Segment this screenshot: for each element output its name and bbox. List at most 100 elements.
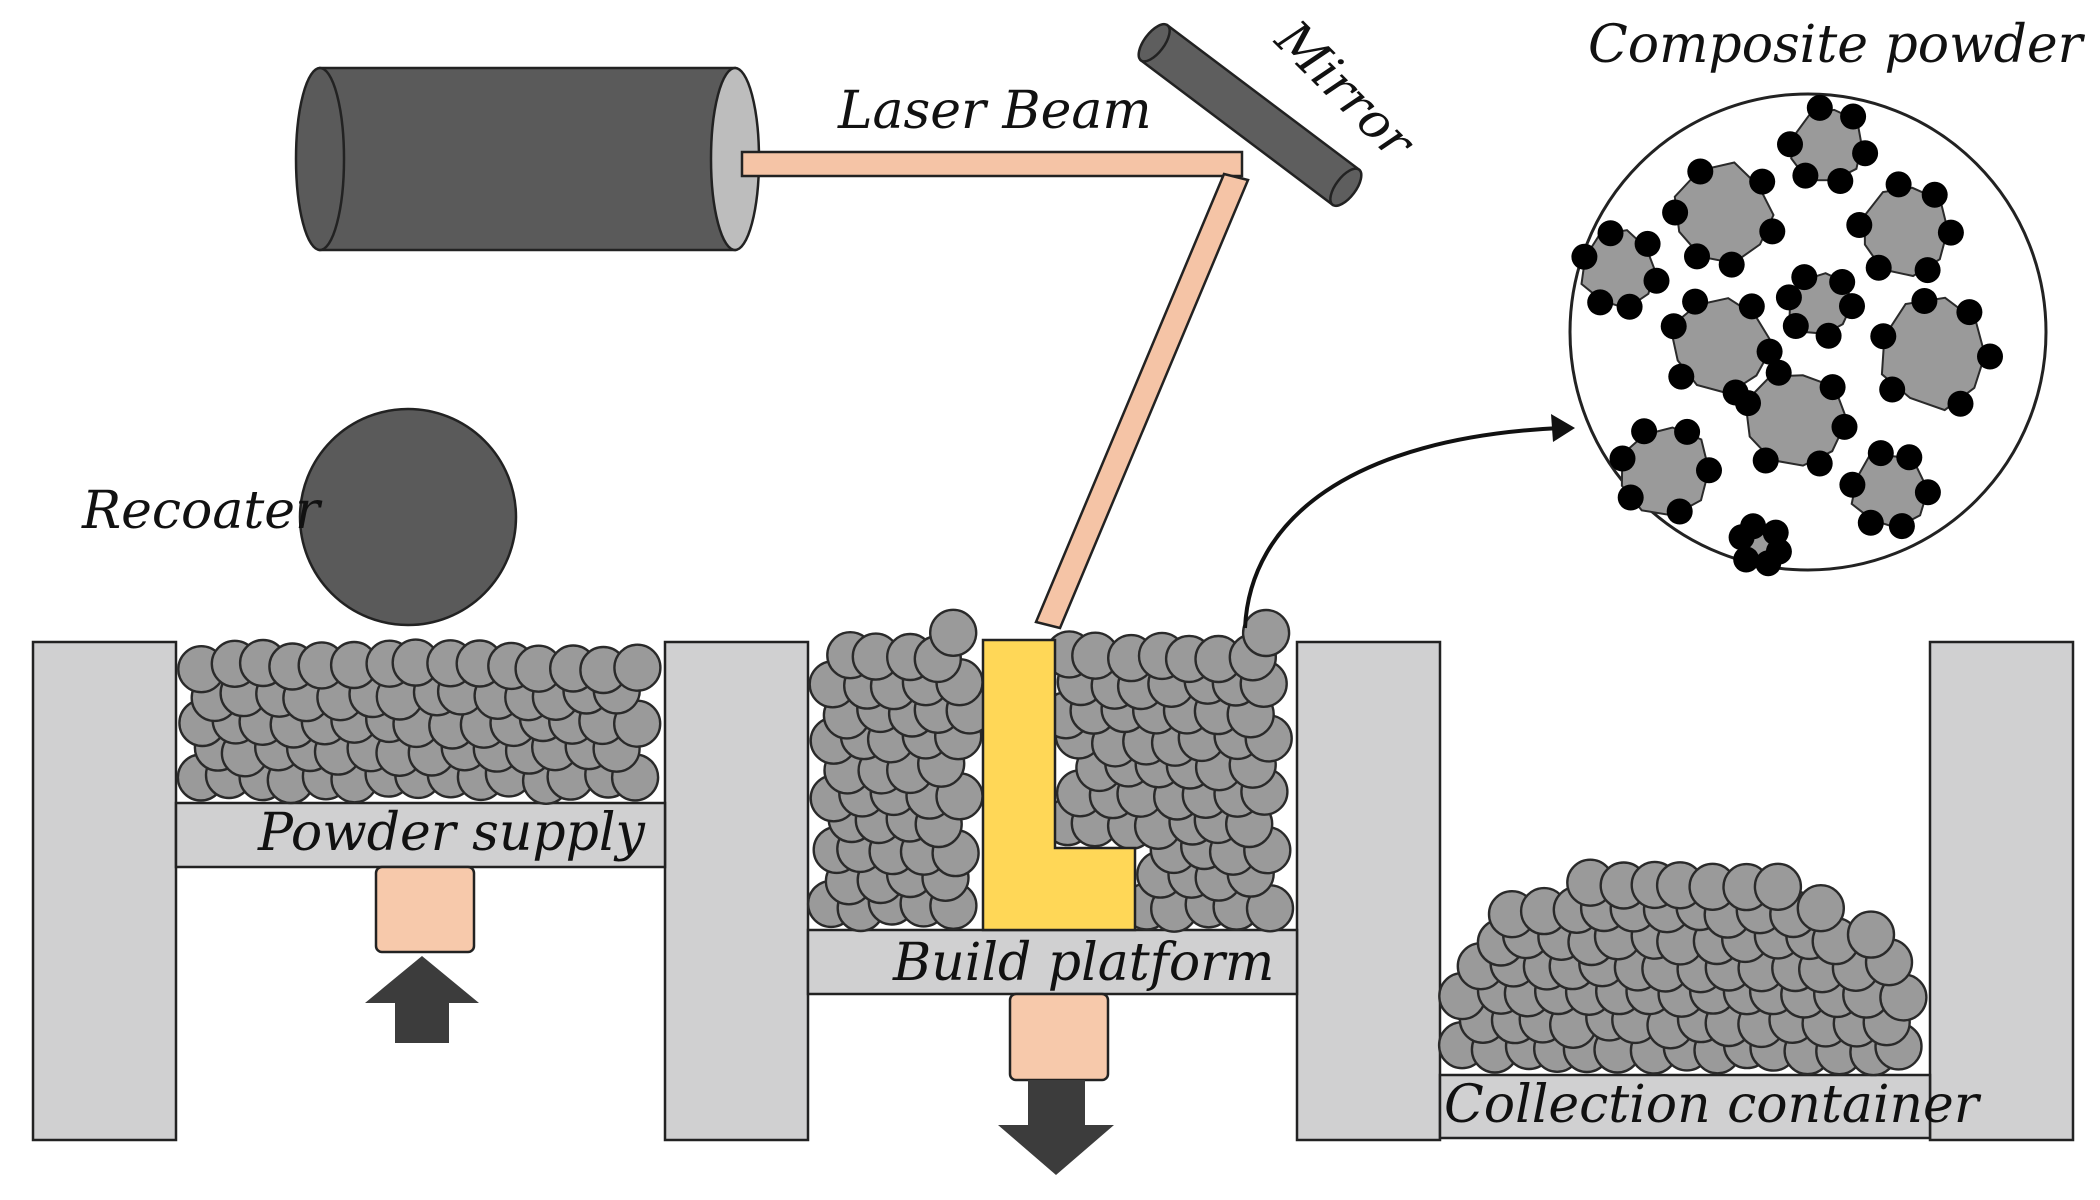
powder-particle	[929, 608, 978, 657]
collection-container-label: Collection container	[1444, 1075, 1982, 1135]
reinforcement-dot	[1756, 338, 1783, 365]
reinforcement-dot	[1759, 218, 1786, 245]
reinforcement-dot	[1609, 445, 1636, 472]
reinforcement-dot	[1879, 376, 1906, 403]
powder-supply-label: Powder supply	[257, 803, 646, 863]
powder-particle	[1241, 608, 1291, 658]
reinforcement-dot	[1831, 413, 1858, 440]
reinforcement-dot	[1749, 168, 1776, 195]
wall-left	[31, 640, 178, 1142]
reinforcement-dot	[1896, 444, 1923, 471]
composite-powder-label: Composite powder	[1588, 15, 2086, 75]
reinforcement-dot	[1937, 219, 1964, 246]
build-piston	[1008, 992, 1110, 1082]
reinforcement-dot	[1947, 390, 1974, 417]
reinforcement-dot	[1587, 289, 1614, 316]
reinforcement-dot	[1765, 359, 1792, 386]
composite-particles	[1571, 94, 2003, 577]
reinforcement-dot	[1775, 284, 1802, 311]
laser-beam-angled	[1034, 172, 1250, 630]
zoom-connector-arrow	[1243, 414, 1575, 629]
reinforcement-dot	[1815, 322, 1842, 349]
powder-particle	[1753, 862, 1803, 911]
reinforcement-dot	[1718, 251, 1745, 278]
reinforcement-dot	[1738, 293, 1765, 320]
reinforcement-dot	[1571, 243, 1598, 270]
reinforcement-dot	[1597, 220, 1624, 247]
composite-powder-detail	[1568, 92, 2048, 577]
reinforcement-dot	[1839, 471, 1866, 498]
machine-walls	[31, 640, 2075, 1142]
reinforcement-dot	[1660, 313, 1687, 340]
reinforcement-dot	[1865, 254, 1892, 281]
platforms	[174, 801, 1932, 1140]
recoater-label: Recoater	[81, 481, 323, 541]
recoater-roller	[298, 407, 518, 627]
laser-beam-label: Laser Beam	[837, 81, 1152, 141]
reinforcement-dot	[1829, 269, 1856, 295]
reinforcement-dot	[1733, 546, 1760, 573]
laser-body	[318, 66, 737, 252]
wall-center-left	[663, 640, 810, 1142]
reinforcement-dot	[1806, 94, 1833, 121]
arrow-up-icon	[365, 956, 479, 1043]
reinforcement-dot	[1668, 363, 1695, 390]
supply-piston	[374, 865, 476, 954]
laser-source	[294, 66, 761, 252]
l-shaped-part	[981, 638, 1137, 932]
wall-right	[1928, 640, 2075, 1142]
collection-container-floor	[1438, 1073, 1932, 1140]
reinforcement-dot	[1662, 199, 1689, 226]
reinforcement-dot	[1911, 288, 1938, 314]
reinforcement-dot	[1885, 171, 1912, 198]
reinforcement-dot	[1735, 390, 1761, 417]
build-platform	[806, 928, 1299, 996]
reinforcement-dot	[1687, 158, 1714, 185]
reinforcement-dot	[1977, 343, 2003, 370]
reinforcement-dot	[1914, 257, 1941, 284]
reinforcement-dot	[1777, 131, 1803, 158]
reinforcement-dot	[1643, 267, 1670, 294]
reinforcement-dot	[1921, 181, 1948, 208]
build-powder-bed	[806, 608, 1295, 933]
supply-powder-bed	[176, 638, 662, 805]
reinforcement-dot	[1840, 103, 1867, 130]
build-platform-label: Build platform	[892, 933, 1274, 993]
reinforcement-dot	[1792, 162, 1819, 189]
reinforcement-dot	[1839, 293, 1865, 320]
powder-particle	[1846, 910, 1896, 959]
powder-particle	[1796, 884, 1846, 933]
arrow-down-icon	[998, 1080, 1114, 1175]
collection-powder	[1437, 858, 1928, 1077]
reinforcement-dot	[1852, 140, 1879, 167]
laser-beam	[740, 150, 1250, 630]
laser-beam-horizontal	[740, 150, 1244, 178]
powder-particle	[613, 643, 662, 692]
reinforcement-dot	[1867, 440, 1894, 467]
reinforcement-dot	[1819, 374, 1846, 401]
powder-supply-platform	[174, 801, 667, 869]
mirror	[1137, 22, 1363, 208]
reinforcement-dot	[1631, 418, 1658, 445]
reinforcement-dot	[1684, 243, 1710, 270]
reinforcement-dot	[1782, 313, 1809, 339]
reinforcement-dot	[1762, 519, 1789, 546]
reinforcement-dot	[1666, 498, 1693, 525]
reinforcement-dot	[1674, 418, 1701, 445]
reinforcement-dot	[1806, 450, 1833, 477]
reinforcement-dot	[1634, 230, 1661, 257]
pistons	[374, 865, 1110, 1082]
reinforcement-dot	[1857, 509, 1884, 536]
reinforcement-dot	[1682, 288, 1709, 315]
reinforcement-dot	[1752, 447, 1779, 474]
reinforcement-dot	[1755, 550, 1782, 577]
reinforcement-dot	[1616, 293, 1643, 320]
reinforcement-dot	[1914, 479, 1941, 506]
reinforcement-dot	[1846, 212, 1873, 238]
reinforcement-dot	[1870, 323, 1897, 350]
reinforcement-dot	[1696, 457, 1722, 484]
wall-center-right	[1295, 640, 1442, 1142]
reinforcement-dot	[1791, 264, 1818, 291]
